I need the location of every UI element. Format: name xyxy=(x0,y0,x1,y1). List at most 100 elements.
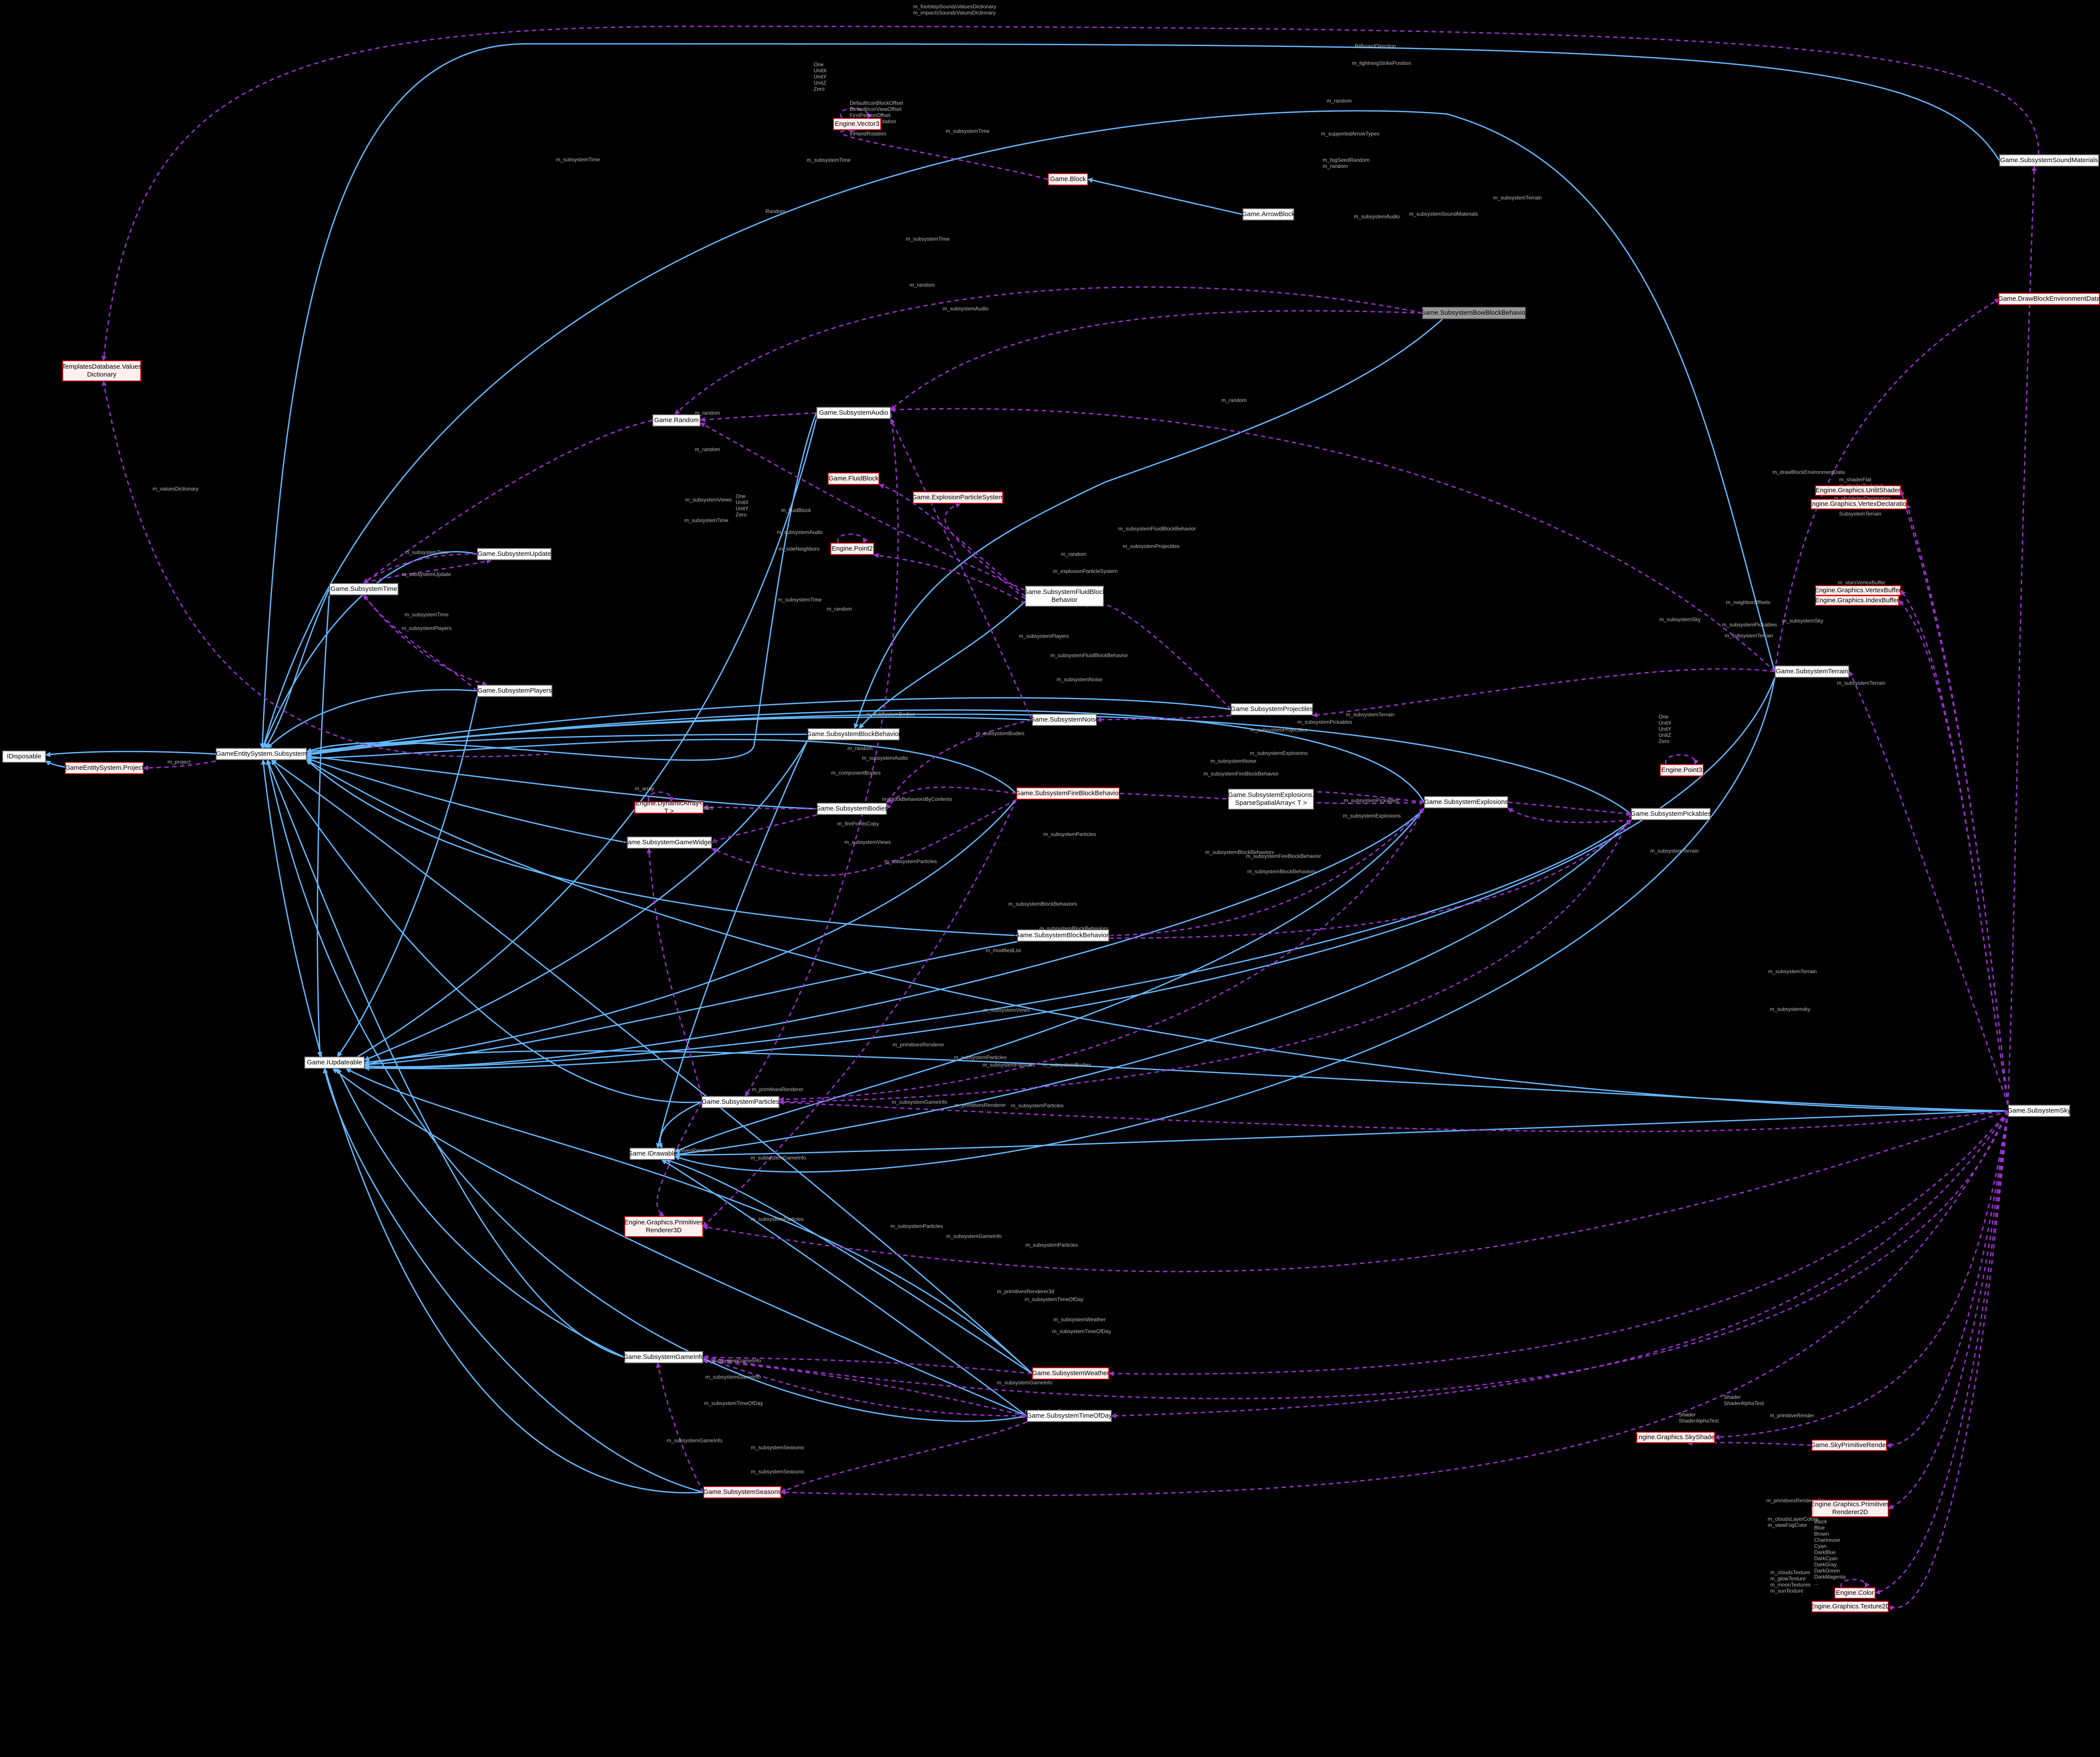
usage-edge xyxy=(779,808,1425,1102)
class-node-label: Game.ExplosionParticleSystem xyxy=(911,494,1004,501)
class-node-project[interactable]: GameEntitySystem.Project xyxy=(65,762,144,774)
class-node-label: GameEntitySystem.Subsystem xyxy=(216,750,307,758)
edge-label: m_subsystemFireBlockBehavior xyxy=(1246,853,1321,859)
inheritance-edge xyxy=(306,413,817,761)
class-node-fluidblock[interactable]: Game.FluidBlock xyxy=(828,473,879,485)
inheritance-edge xyxy=(364,941,1018,1067)
class-node-sparsearray[interactable]: Game.SubsystemExplosions. SparseSpatialA… xyxy=(1228,789,1314,810)
edge-label: m_subsystemFluidBlockBehavior xyxy=(1050,652,1128,658)
class-node-idisposable[interactable]: IDisposable xyxy=(2,750,46,763)
edge-label: Random xyxy=(765,208,786,214)
class-node-explparticle[interactable]: Game.ExplosionParticleSystem xyxy=(911,491,1004,504)
class-node-subupdate[interactable]: Game.SubsystemUpdate xyxy=(477,548,552,560)
class-node-subsystem[interactable]: GameEntitySystem.Subsystem xyxy=(216,748,307,760)
class-node-label: Game.SubsystemBowBlockBehavior xyxy=(1420,309,1528,317)
class-node-firebehavior[interactable]: Game.SubsystemFireBlockBehavior xyxy=(1015,787,1121,800)
usage-edge xyxy=(674,286,1423,415)
usage-edge xyxy=(363,420,653,584)
edge-label: m_subsystemSeasons xyxy=(751,1469,804,1475)
self-loop-edge-dynarray xyxy=(648,791,675,802)
edge-label: m_fogSeedRandom m_random xyxy=(1323,157,1370,169)
edge-label: m_subsystemTerrain xyxy=(1725,633,1773,639)
class-node-fluidbehavior[interactable]: Game.SubsystemFluidBlock Behavior xyxy=(1023,586,1106,607)
class-node-blockbehaviors[interactable]: Game.SubsystemBlockBehaviors xyxy=(1014,929,1112,942)
edge-label: m_random xyxy=(1221,397,1247,403)
class-node-particles[interactable]: Game.SubsystemParticles xyxy=(701,1096,779,1108)
class-node-vector3[interactable]: Engine.Vector3 xyxy=(833,118,881,130)
inheritance-edge xyxy=(345,1068,1033,1374)
edge-label: One UnitX UnitY Zero xyxy=(736,493,749,518)
class-node-seasons[interactable]: Game.SubsystemSeasons xyxy=(703,1486,781,1498)
usage-edge xyxy=(1507,807,1631,823)
class-node-label: Engine.Graphics.Primitives Renderer2D xyxy=(1810,1501,1890,1516)
class-node-valuesdict[interactable]: TemplatesDatabase.Values Dictionary xyxy=(62,360,142,381)
inheritance-edge xyxy=(364,1050,2008,1112)
class-node-random[interactable]: Game.Random xyxy=(652,414,701,427)
class-node-primrenderer3d[interactable]: Engine.Graphics.Primitives Renderer3D xyxy=(624,1216,703,1237)
class-node-label: Game.SubsystemWeather xyxy=(1032,1369,1109,1377)
class-node-point2[interactable]: Engine.Point2 xyxy=(830,543,874,555)
class-node-arrowblock[interactable]: Game.ArrowBlock xyxy=(1242,208,1295,221)
class-node-vertexbuffer[interactable]: Engine.Graphics.VertexBuffer xyxy=(1815,585,1901,596)
class-node-label: Game.SubsystemSeasons xyxy=(703,1488,781,1496)
edge-label: m_subsystemParticles xyxy=(1043,831,1096,837)
class-node-color[interactable]: Engine.Color xyxy=(1834,1587,1876,1599)
class-node-skyprimrender[interactable]: Game.SkyPrimitiveRender xyxy=(1811,1440,1888,1451)
edge-label: m_subsystemGameInfo xyxy=(705,1374,761,1380)
class-node-sky[interactable]: Game.SubsystemSky xyxy=(2007,1105,2071,1117)
inheritance-edge xyxy=(337,1068,625,1358)
class-node-explosions[interactable]: Game.SubsystemExplosions xyxy=(1424,796,1508,808)
class-node-vertexdecl[interactable]: Engine.Graphics.VertexDeclaration xyxy=(1808,499,1910,509)
class-node-idrawable[interactable]: Game.IDrawable xyxy=(628,1148,677,1160)
edge-label: m_blockBehaviorsByContents xyxy=(882,796,953,802)
class-node-bowbehavior[interactable]: Game.SubsystemBowBlockBehavior xyxy=(1420,307,1528,319)
edge-label: m_subsystemSky xyxy=(1782,618,1824,624)
class-node-bodies[interactable]: Game.SubsystemBodies xyxy=(815,803,888,815)
class-node-label: Engine.Graphics.IndexBuffer xyxy=(1815,597,1899,604)
class-node-noise[interactable]: Game.SubsystemNoise xyxy=(1030,714,1099,726)
inheritance-edge xyxy=(323,1068,704,1493)
class-node-timeofday[interactable]: Game.SubsystemTimeOfDay xyxy=(1027,1410,1112,1422)
edge-label: m_subsystemParticles xyxy=(884,858,937,864)
inheritance-edge xyxy=(364,740,808,1061)
usage-edge xyxy=(1875,1110,2009,1595)
class-node-subtime[interactable]: Game.SubsystemTime xyxy=(329,583,399,595)
usage-edge xyxy=(702,1110,2009,1399)
class-node-blockbehavior[interactable]: Game.SubsystemBlockBehavior xyxy=(806,728,901,740)
class-node-soundmat[interactable]: Game.SubsystemSoundMaterials xyxy=(1999,154,2099,167)
class-node-gamewidgets[interactable]: Game.SubsystemGameWidgets xyxy=(623,836,716,849)
class-node-iupdateable[interactable]: Game.IUpdateable xyxy=(304,1056,365,1069)
class-node-dynarray[interactable]: Engine.DynamicArray< T > xyxy=(634,800,704,815)
edge-label: m_random xyxy=(1327,98,1352,104)
class-node-unlitshader[interactable]: Engine.Graphics.UnlitShader xyxy=(1815,485,1901,496)
edge-label: Black Blue Brown Chartreuse Cyan DarkBlu… xyxy=(1814,1519,1846,1586)
usage-edge xyxy=(1898,600,2009,1105)
edge-label: m_subsystemParticles xyxy=(1025,1242,1078,1248)
class-node-texture2d[interactable]: Engine.Graphics.Texture2D xyxy=(1810,1601,1890,1612)
usage-edge xyxy=(1900,590,2009,1105)
class-node-terrain[interactable]: Game.SubsystemTerrain xyxy=(1775,665,1849,678)
class-node-pickables[interactable]: Game.SubsystemPickables xyxy=(1630,808,1711,820)
class-node-label: Game.SubsystemSky xyxy=(2007,1107,2071,1114)
class-node-point3[interactable]: Engine.Point3 xyxy=(1660,764,1704,776)
class-node-weather[interactable]: Game.SubsystemWeather xyxy=(1032,1367,1109,1380)
class-node-projectiles[interactable]: Game.SubsystemProjectiles xyxy=(1231,703,1313,715)
class-node-label: Game.SubsystemFireBlockBehavior xyxy=(1015,790,1121,797)
class-node-subaudio[interactable]: Game.SubsystemAudio xyxy=(816,407,891,419)
usage-edges xyxy=(101,25,2039,1611)
edge-label: m_componentBodies xyxy=(831,770,881,776)
class-node-label: Engine.Graphics.UnlitShader xyxy=(1815,487,1901,494)
edge-label: m_subsystemGameInfo xyxy=(705,1358,761,1364)
edge-label: m_subsystemTerrain xyxy=(1650,848,1699,854)
class-node-skyshader[interactable]: Engine.Graphics.SkyShader xyxy=(1634,1432,1717,1443)
edge-label: m_subsystemTimeOfDay xyxy=(1052,1328,1111,1334)
class-node-subplayers[interactable]: Game.SubsystemPlayers xyxy=(477,685,552,697)
class-node-gameinfo[interactable]: Game.SubsystemGameInfo xyxy=(623,1351,705,1363)
class-node-primrenderer2d[interactable]: Engine.Graphics.Primitives Renderer2D xyxy=(1810,1500,1890,1517)
class-node-drawenv[interactable]: Game.DrawBlockEnvironmentData xyxy=(1998,293,2100,305)
class-node-block[interactable]: Game.Block xyxy=(1048,173,1088,185)
class-node-indexbuffer[interactable]: Engine.Graphics.IndexBuffer xyxy=(1815,595,1899,606)
usage-edge xyxy=(1888,1110,2009,1509)
edge-label: m_subsystemNoise xyxy=(1057,676,1103,683)
